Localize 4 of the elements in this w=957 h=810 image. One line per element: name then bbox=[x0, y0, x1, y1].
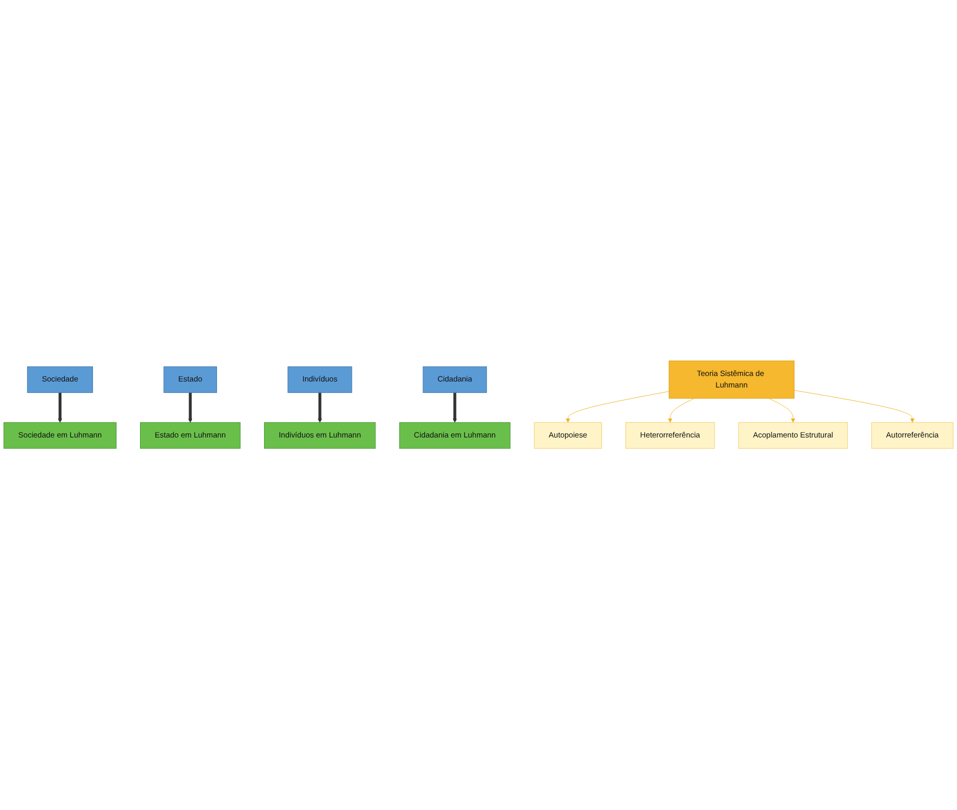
arrow bbox=[452, 392, 457, 423]
arrow bbox=[188, 392, 192, 423]
arrow bbox=[58, 392, 62, 423]
arrow bbox=[318, 392, 322, 423]
